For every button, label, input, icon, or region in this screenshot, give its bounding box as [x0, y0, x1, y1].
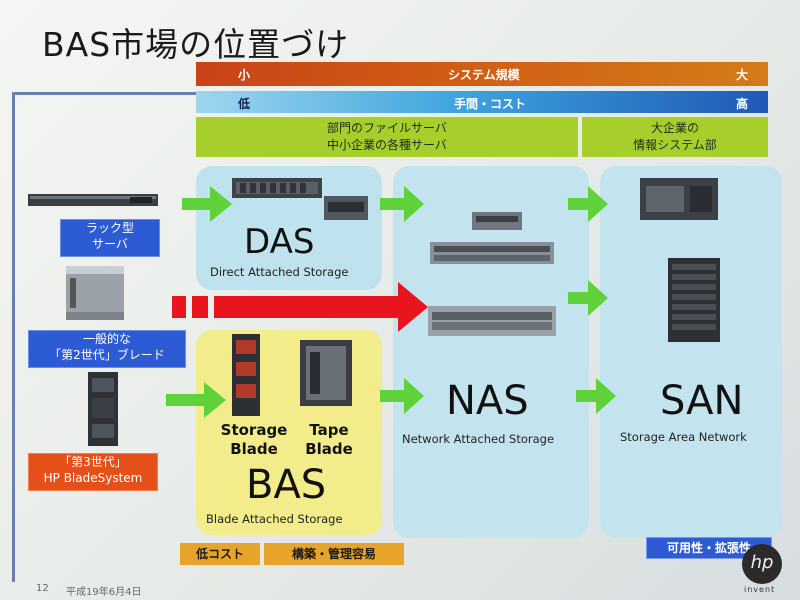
segment-ent-line1: 大企業の	[650, 121, 699, 135]
gen3-blade-image	[88, 372, 118, 446]
storage-blade-image	[232, 334, 260, 416]
rack-label-line2: サーバ	[92, 237, 128, 251]
nas-device-1	[472, 212, 522, 230]
nas-title: NAS	[446, 378, 529, 424]
gen2-label-line2: 「第2世代」ブレード	[49, 348, 165, 362]
san-library-image	[640, 178, 718, 220]
segment-smb: 部門のファイルサーバ 中小企業の各種サーバ	[196, 117, 578, 157]
segment-smb-line2: 中小企業の各種サーバ	[327, 138, 447, 152]
tape-blade-caption: Tape Blade	[300, 421, 358, 459]
bas-subtitle: Blade Attached Storage	[206, 512, 343, 526]
das-tape-image	[324, 196, 368, 220]
arrow-nas-to-san-mid	[568, 280, 608, 316]
scale-large-label: 大	[736, 68, 749, 82]
gen3-blade-label: 「第3世代」 HP BladeSystem	[28, 453, 158, 491]
left-accent-rule	[12, 92, 15, 582]
page-title: BAS市場の位置づけ	[42, 25, 350, 64]
storage-blade-line2: Blade	[230, 440, 278, 458]
arrow-bas-to-nas	[380, 378, 424, 414]
san-subtitle: Storage Area Network	[620, 430, 747, 444]
nas-device-2	[430, 242, 554, 264]
cost-band: 低 手間・コスト 高	[196, 91, 768, 113]
gen2-blade-label: 一般的な 「第2世代」ブレード	[28, 330, 186, 368]
cost-title: 手間・コスト	[454, 97, 527, 111]
arrow-das-to-nas	[380, 186, 424, 222]
arrow-nas-to-san-bottom	[576, 378, 616, 414]
rack-server-label: ラック型 サーバ	[60, 219, 160, 257]
san-rack-image	[668, 258, 720, 342]
arrow-gen3-to-bas	[166, 382, 226, 418]
tape-blade-line2: Blade	[305, 440, 353, 458]
san-title: SAN	[660, 378, 744, 424]
scale-small-label: 小	[238, 68, 251, 82]
tape-blade-line1: Tape	[309, 421, 349, 439]
red-arrow-gen2-to-nas	[214, 282, 428, 332]
slide-number: 12	[36, 583, 49, 594]
segment-smb-line1: 部門のファイルサーバ	[327, 121, 447, 135]
segment-enterprise: 大企業の 情報システム部	[582, 117, 768, 157]
logo-word: invent	[744, 585, 776, 594]
das-title: DAS	[244, 222, 315, 262]
nas-subtitle: Network Attached Storage	[402, 432, 555, 446]
cost-low-label: 低	[238, 97, 251, 111]
arrow-rack-to-das	[182, 186, 232, 222]
gen3-label-line2: HP BladeSystem	[43, 471, 143, 485]
cost-high-label: 高	[736, 97, 749, 111]
san-zone	[600, 166, 782, 538]
gen2-label-line1: 一般的な	[82, 332, 131, 346]
system-scale-band: 小 システム規模 大	[196, 62, 768, 86]
rack-server-image	[28, 194, 158, 206]
bas-title: BAS	[246, 462, 327, 508]
hp-logo-icon: hp	[742, 544, 782, 584]
das-array-image	[232, 178, 322, 198]
title-underline	[12, 92, 197, 95]
rack-label-line1: ラック型	[85, 221, 134, 235]
tape-blade-image	[300, 340, 352, 406]
low-cost-tag: 低コスト	[180, 543, 260, 565]
slide-date: 平成19年6月4日	[66, 587, 142, 598]
storage-blade-caption: Storage Blade	[212, 421, 296, 459]
easy-management-tag: 構築・管理容易	[264, 543, 404, 565]
storage-blade-line1: Storage	[220, 421, 288, 439]
red-dash-2	[192, 296, 208, 318]
scale-title: システム規模	[448, 68, 520, 82]
gen2-blade-image	[66, 266, 124, 320]
das-subtitle: Direct Attached Storage	[210, 265, 349, 279]
red-dash-1	[172, 296, 186, 318]
gen3-label-line1: 「第3世代」	[59, 455, 127, 469]
segment-ent-line2: 情報システム部	[633, 138, 717, 152]
nas-device-3	[428, 306, 556, 336]
arrow-nas-to-san-top	[568, 186, 608, 222]
availability-tag: 可用性・拡張性	[646, 537, 772, 559]
